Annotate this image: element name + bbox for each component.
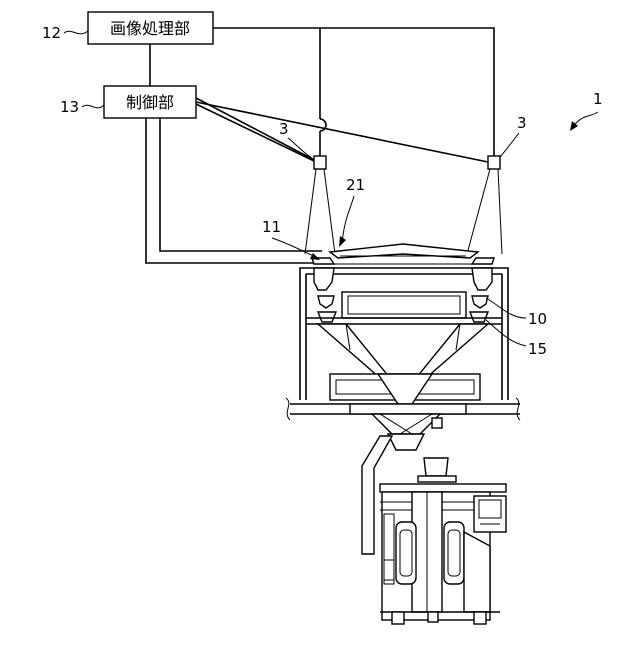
leader-21 xyxy=(342,196,354,244)
leader-11 xyxy=(272,238,318,258)
leader-13 xyxy=(82,105,104,108)
ref-15: 15 xyxy=(528,340,547,358)
leader-10 xyxy=(486,298,526,318)
camera-right xyxy=(488,156,500,169)
image-processing-unit: 画像処理部 xyxy=(88,12,213,44)
ref-11: 11 xyxy=(262,218,281,236)
ref-3-right: 3 xyxy=(517,114,527,132)
arrow-11 xyxy=(310,253,320,260)
camera-left xyxy=(314,156,326,169)
ref-21: 21 xyxy=(346,176,365,194)
wiring xyxy=(146,28,494,263)
ref-10: 10 xyxy=(528,310,547,328)
image-processing-label: 画像処理部 xyxy=(110,19,190,38)
combination-weigher xyxy=(300,244,508,410)
leader-3-right xyxy=(500,133,519,157)
ref-1: 1 xyxy=(593,90,603,108)
bagging-machine xyxy=(362,436,506,624)
camera-view-cones xyxy=(305,169,502,254)
control-unit: 制御部 xyxy=(104,86,196,118)
ref-12: 12 xyxy=(42,24,61,42)
ref-3-left: 3 xyxy=(279,120,289,138)
leader-12 xyxy=(64,31,88,34)
ref-13: 13 xyxy=(60,98,79,116)
control-label: 制御部 xyxy=(126,93,174,112)
